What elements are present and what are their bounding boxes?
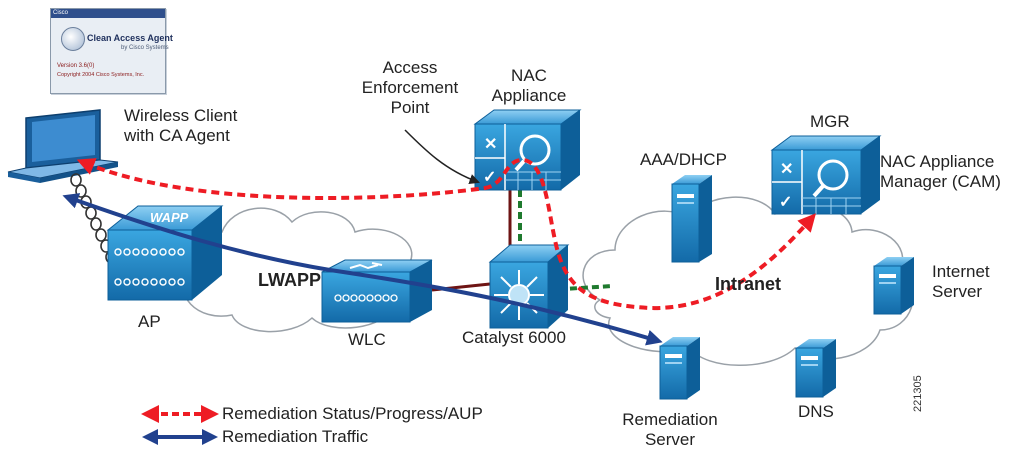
catalyst-label: Catalyst 6000: [462, 328, 566, 347]
figure-id-label: 221305: [912, 375, 924, 412]
lwapp-label: LWAPP: [258, 270, 322, 290]
remediation-server-icon: [659, 337, 700, 400]
aaa-dhcp-server-icon: [671, 175, 712, 263]
agent-logo-icon: [61, 27, 85, 51]
aaa-dhcp-label: AAA/DHCP: [640, 150, 727, 169]
access-enforcement-label: Access Enforcement Point: [361, 58, 459, 117]
internet-server-label: Internet Server: [932, 262, 990, 301]
legend-traffic-text: Remediation Traffic: [222, 427, 369, 446]
wlc-label: WLC: [348, 330, 386, 349]
intranet-label: Intranet: [715, 274, 782, 294]
legend-status-text: Remediation Status/Progress/AUP: [222, 404, 483, 423]
nac-appliance-label: NAC Appliance: [491, 66, 567, 105]
nac-manager-label: NAC Appliance Manager (CAM): [880, 152, 1001, 191]
clean-access-agent-window: Cisco Clean Access Agent by Cisco System…: [50, 8, 173, 94]
nac-appliance-icon: ✕ ✓: [473, 109, 582, 191]
access-point-icon: WAPP: [106, 205, 224, 301]
svg-text:✓: ✓: [483, 169, 496, 186]
svg-text:WAPP: WAPP: [150, 210, 189, 225]
catalyst-6000-icon: [488, 244, 570, 329]
agent-window-copyright: Copyright 2004 Cisco Systems, Inc.: [57, 72, 145, 78]
agent-window-titlebar: Cisco: [51, 9, 165, 18]
svg-text:✕: ✕: [780, 161, 793, 178]
agent-window-subtitle: by Cisco Systems: [121, 45, 169, 51]
dns-server-icon: [795, 339, 836, 398]
remediation-status-path: [76, 157, 816, 311]
dns-label: DNS: [798, 402, 834, 421]
agent-window-version: Version 3.6(0): [57, 63, 95, 69]
remediation-server-label: Remediation Server: [622, 410, 718, 449]
svg-text:✕: ✕: [484, 136, 497, 153]
agent-window-title: Clean Access Agent: [87, 33, 173, 43]
ap-label: AP: [138, 312, 161, 331]
laptop-icon: [7, 109, 119, 183]
internet-server-icon: [873, 257, 914, 315]
svg-text:✓: ✓: [779, 194, 792, 211]
enforcement-pointer: [404, 129, 480, 185]
nac-manager-icon: ✕ ✓: [770, 135, 882, 215]
wireless-client-label: Wireless Client with CA Agent: [124, 106, 238, 145]
mgr-label: MGR: [810, 112, 850, 131]
